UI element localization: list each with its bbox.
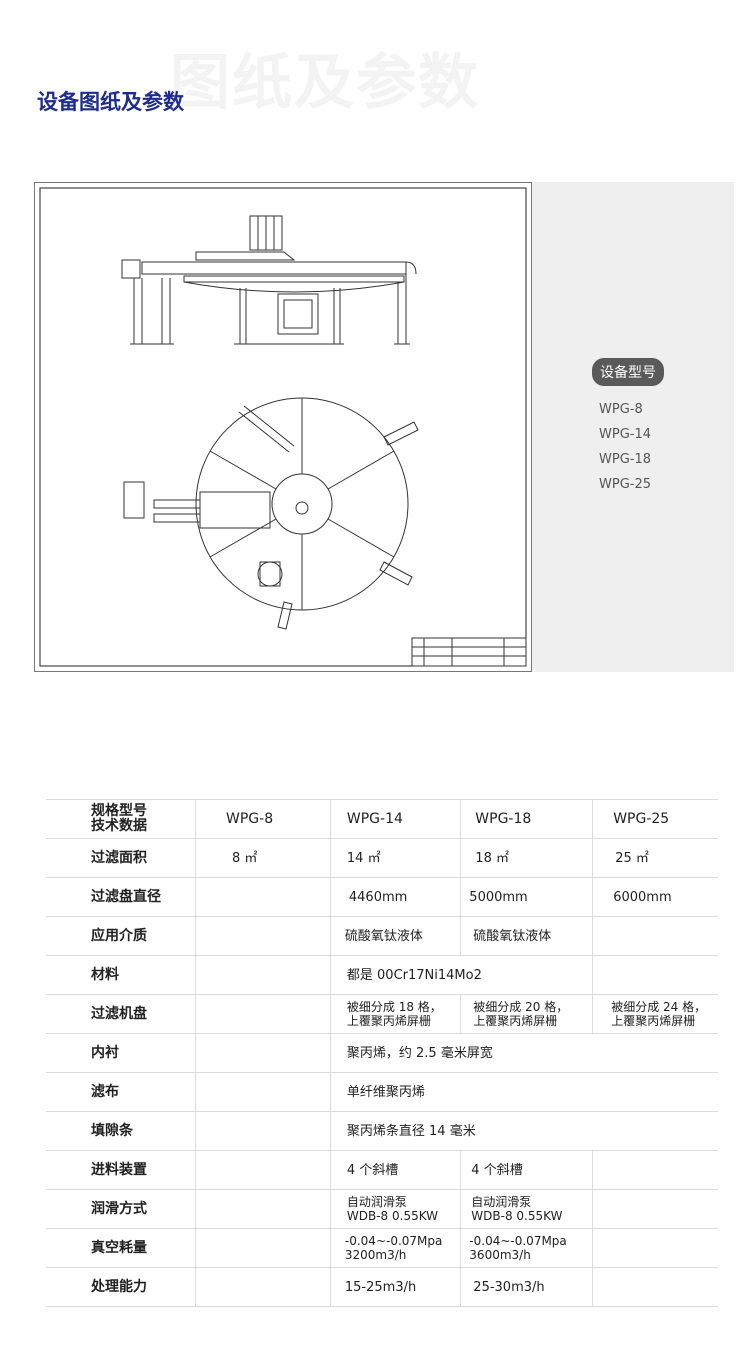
table-cell: 18 ㎡	[460, 838, 593, 878]
technical-drawing	[34, 182, 532, 672]
header-col: WPG-14	[329, 799, 461, 839]
row-label: 材料	[46, 955, 196, 995]
table-row: 内衬 聚丙烯，约 2.5 毫米屏宽	[46, 1033, 718, 1073]
table-cell	[592, 1189, 718, 1229]
row-label: 过滤面积	[46, 838, 196, 878]
table-cell: 被细分成 20 格， 上覆聚丙烯屏栅	[460, 994, 593, 1034]
table-row: 润滑方式 自动润滑泵 WDB-8 0.55KW 自动润滑泵 WDB-8 0.55…	[46, 1189, 718, 1229]
model-item: WPG-25	[599, 477, 651, 492]
row-label: 过滤盘直径	[46, 877, 196, 917]
table-cell: 被细分成 18 格， 上覆聚丙烯屏栅	[329, 994, 461, 1034]
row-label: 真空耗量	[46, 1228, 196, 1268]
table-cell	[195, 916, 331, 956]
header-label-line1: 规格型号	[91, 803, 147, 819]
table-cell	[592, 1150, 718, 1190]
table-cell	[592, 1228, 718, 1268]
table-cell: 5000mm	[460, 877, 593, 917]
table-row: 处理能力 15-25m3/h 25-30m3/h	[46, 1267, 718, 1307]
table-cell: 4 个斜槽	[460, 1150, 593, 1190]
table-cell-wide: 聚丙烯条直径 14 毫米	[329, 1111, 718, 1151]
model-item: WPG-14	[599, 427, 651, 442]
table-cell: 硫酸氧钛液体	[460, 916, 593, 956]
table-cell	[592, 1267, 718, 1307]
plan-view	[123, 397, 419, 630]
table-cell: 8 ㎡	[195, 838, 331, 878]
row-label: 处理能力	[46, 1267, 196, 1307]
table-header-row: 规格型号 技术数据 WPG-8 WPG-14 WPG-18 WPG-25	[46, 799, 718, 839]
table-cell	[592, 955, 718, 995]
row-label: 过滤机盘	[46, 994, 196, 1034]
table-cell: 15-25m3/h	[329, 1267, 461, 1307]
table-cell: 自动润滑泵 WDB-8 0.55KW	[329, 1189, 461, 1229]
row-label: 滤布	[46, 1072, 196, 1112]
model-badge: 设备型号	[592, 358, 664, 386]
table-cell: 25-30m3/h	[460, 1267, 593, 1307]
table-cell: 6000mm	[592, 877, 718, 917]
table-cell	[592, 916, 718, 956]
header-col: WPG-25	[592, 799, 718, 839]
model-item: WPG-8	[599, 402, 643, 417]
table-row: 进料装置 4 个斜槽 4 个斜槽	[46, 1150, 718, 1190]
table-cell: 被细分成 24 格， 上覆聚丙烯屏栅	[592, 994, 718, 1034]
watermark-title: 图纸及参数	[170, 48, 480, 118]
table-row: 过滤面积 8 ㎡ 14 ㎡ 18 ㎡ 25 ㎡	[46, 838, 718, 878]
table-cell: 14 ㎡	[329, 838, 461, 878]
table-cell: 4 个斜槽	[329, 1150, 461, 1190]
header-label: 规格型号 技术数据	[46, 799, 196, 839]
table-row: 填隙条 聚丙烯条直径 14 毫米	[46, 1111, 718, 1151]
table-cell: -0.04~-0.07Mpa 3600m3/h	[460, 1228, 593, 1268]
table-cell: -0.04~-0.07Mpa 3200m3/h	[329, 1228, 461, 1268]
side-elevation-view	[121, 215, 417, 345]
model-list: WPG-8 WPG-14 WPG-18 WPG-25	[599, 401, 651, 501]
row-label: 应用介质	[46, 916, 196, 956]
row-label: 内衬	[46, 1033, 196, 1073]
table-cell	[195, 1228, 331, 1268]
row-label: 进料装置	[46, 1150, 196, 1190]
table-cell	[195, 994, 331, 1034]
table-cell-span: 都是 00Cr17Ni14Mo2	[329, 955, 593, 995]
table-cell	[195, 1189, 331, 1229]
section-title: 设备图纸及参数	[37, 90, 184, 114]
table-cell-wide: 聚丙烯，约 2.5 毫米屏宽	[329, 1033, 718, 1073]
table-cell: 4460mm	[329, 877, 461, 917]
table-row: 应用介质 硫酸氧钛液体 硫酸氧钛液体	[46, 916, 718, 956]
table-cell	[195, 1267, 331, 1307]
row-label: 填隙条	[46, 1111, 196, 1151]
header-col: WPG-8	[195, 799, 331, 839]
header-col: WPG-18	[460, 799, 593, 839]
spec-table: 规格型号 技术数据 WPG-8 WPG-14 WPG-18 WPG-25 过滤面…	[46, 799, 718, 1307]
table-row: 材料 都是 00Cr17Ni14Mo2	[46, 955, 718, 995]
table-cell	[195, 955, 331, 995]
table-cell-wide: 单纤维聚丙烯	[329, 1072, 718, 1112]
table-cell	[195, 1072, 331, 1112]
table-cell	[195, 1033, 331, 1073]
table-row: 过滤机盘 被细分成 18 格， 上覆聚丙烯屏栅 被细分成 20 格， 上覆聚丙烯…	[46, 994, 718, 1034]
table-cell: 25 ㎡	[592, 838, 718, 878]
table-row: 真空耗量 -0.04~-0.07Mpa 3200m3/h -0.04~-0.07…	[46, 1228, 718, 1268]
header-label-line2: 技术数据	[91, 818, 147, 834]
table-cell	[195, 877, 331, 917]
model-panel: 设备型号 WPG-8 WPG-14 WPG-18 WPG-25	[532, 182, 734, 672]
row-label: 润滑方式	[46, 1189, 196, 1229]
title-block	[411, 637, 527, 667]
table-row: 滤布 单纤维聚丙烯	[46, 1072, 718, 1112]
table-cell: 自动润滑泵 WDB-8 0.55KW	[460, 1189, 593, 1229]
table-row: 过滤盘直径 4460mm 5000mm 6000mm	[46, 877, 718, 917]
table-cell	[195, 1150, 331, 1190]
model-item: WPG-18	[599, 452, 651, 467]
table-cell: 硫酸氧钛液体	[329, 916, 461, 956]
table-cell	[195, 1111, 331, 1151]
